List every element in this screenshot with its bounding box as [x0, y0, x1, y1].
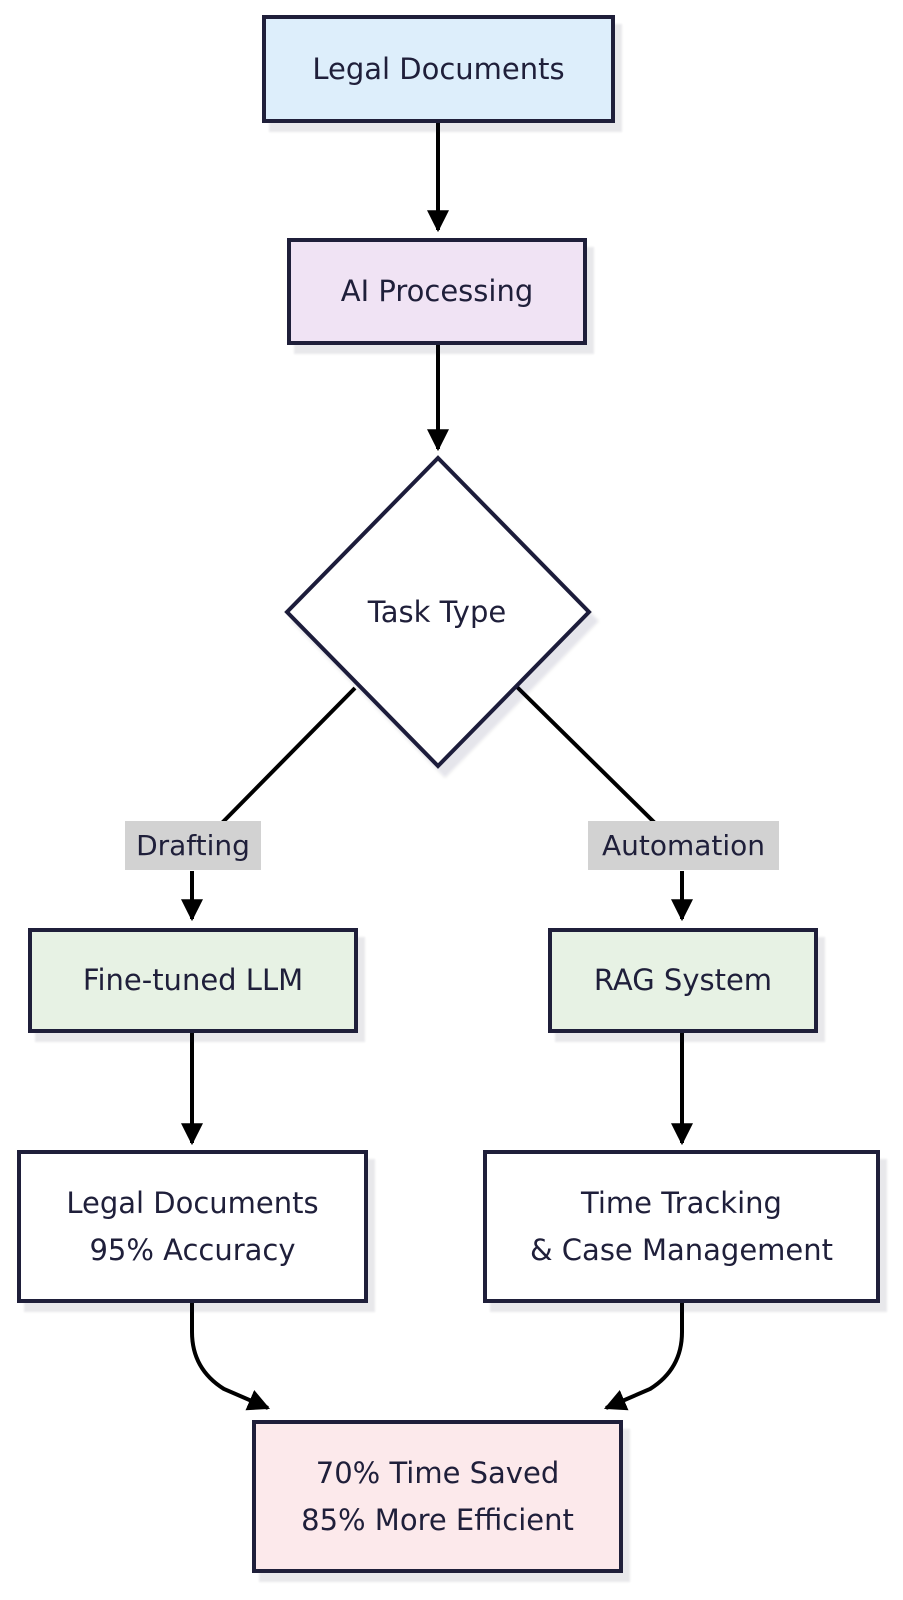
- edges-group: [181, 123, 693, 1411]
- node-task-type-label: Task Type: [327, 590, 547, 634]
- node-rag-output-line1: Time Tracking: [581, 1186, 782, 1221]
- edge-label-automation: Automation: [588, 821, 779, 870]
- node-rag-output-line2: & Case Management: [529, 1232, 834, 1267]
- node-ai-processing-label: AI Processing: [340, 274, 534, 309]
- edge-ragoutput-result: [603, 1303, 684, 1411]
- node-llm-output: Legal Documents 95% Accuracy: [17, 1150, 368, 1303]
- edge-label-drafting-text: Drafting: [136, 829, 250, 862]
- node-task-type-diamond: [284, 455, 592, 769]
- task-type-text: Task Type: [367, 595, 507, 629]
- edge-label-drafting: Drafting: [125, 821, 261, 870]
- node-result-line1: 70% Time Saved: [315, 1456, 560, 1491]
- node-rag-system: RAG System: [548, 928, 818, 1033]
- node-legal-documents: Legal Documents: [262, 15, 615, 123]
- node-legal-documents-label: Legal Documents: [312, 51, 565, 86]
- node-result-line2: 85% More Efficient: [301, 1502, 574, 1537]
- edge-label-automation-text: Automation: [601, 829, 766, 862]
- edge-llmoutput-result: [190, 1303, 271, 1411]
- node-fine-tuned-llm: Fine-tuned LLM: [28, 928, 358, 1033]
- node-result: 70% Time Saved 85% More Efficient: [252, 1420, 623, 1573]
- node-rag-output: Time Tracking & Case Management: [483, 1150, 880, 1303]
- edge-decision-drafting: [214, 686, 357, 831]
- node-ai-processing: AI Processing: [287, 238, 587, 345]
- node-fine-tuned-llm-label: Fine-tuned LLM: [82, 963, 304, 998]
- node-llm-output-line1: Legal Documents: [66, 1186, 319, 1221]
- edge-decision-automation: [515, 685, 663, 831]
- node-llm-output-line2: 95% Accuracy: [89, 1232, 296, 1267]
- node-rag-system-label: RAG System: [593, 963, 773, 998]
